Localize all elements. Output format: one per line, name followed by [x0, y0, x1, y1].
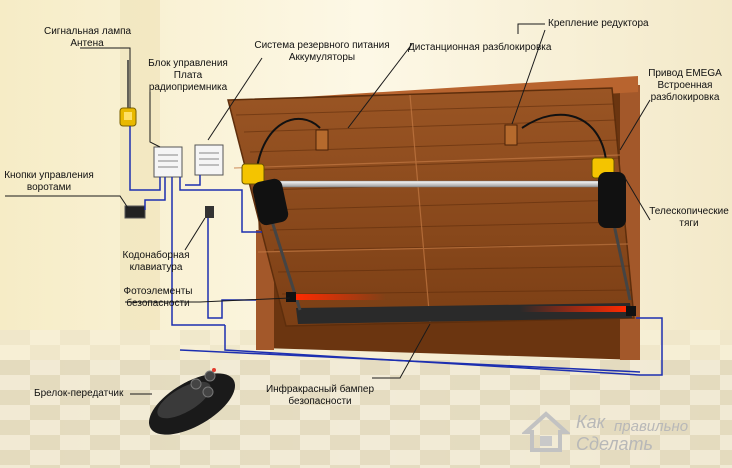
- keypad-device: [205, 206, 214, 218]
- keyfob-device: [149, 368, 235, 435]
- label-ir-bumper-line2: безопасности: [288, 396, 352, 407]
- label-photocells: Фотоэлементы безопасности: [118, 286, 198, 310]
- label-backup-power: Система резервного питания Аккумуляторы: [250, 40, 394, 64]
- label-gear-mount-text: Крепление редуктора: [548, 18, 649, 29]
- label-keyfob-text: Брелок-передатчик: [34, 388, 124, 399]
- label-keypad-line1: Кодонаборная: [122, 250, 190, 261]
- leader-lines: [5, 23, 651, 395]
- telescopic-arm-right: [610, 214, 632, 301]
- door-panel-lines: [233, 94, 629, 323]
- battery-device: [194, 144, 224, 176]
- photocell-right: [626, 306, 636, 316]
- label-drive-line3: разблокировка: [650, 92, 720, 103]
- label-control-unit-line2: Плата: [173, 70, 203, 81]
- label-backup-power-line1: Система резервного питания: [254, 40, 390, 51]
- label-drive-line1: Привод EMEGA: [648, 68, 722, 79]
- ir-beam-left: [296, 294, 386, 300]
- ir-beam-right: [520, 306, 626, 312]
- label-backup-power-line2: Аккумуляторы: [288, 52, 356, 63]
- telescopic-rail: [261, 180, 613, 188]
- control-buttons-device: [124, 205, 146, 219]
- label-keyfob: Брелок-передатчик: [34, 388, 123, 400]
- garage-door: [227, 87, 635, 327]
- label-antenna: Антена: [70, 38, 104, 49]
- label-drive: Привод EMEGA Встроенная разблокировка: [642, 68, 728, 104]
- label-ir-bumper-line1: Инфракрасный бампер: [265, 384, 375, 395]
- label-keypad-line2: клавиатура: [129, 262, 183, 273]
- label-keypad: Кодонаборная клавиатура: [116, 250, 196, 274]
- label-photocells-line2: безопасности: [126, 298, 190, 309]
- wall-shadow-left: [120, 0, 160, 330]
- label-drive-line2: Встроенная: [657, 80, 713, 91]
- label-control-unit-line3: радиоприемника: [148, 82, 228, 93]
- label-control-buttons-line2: воротами: [26, 182, 72, 193]
- label-control-buttons-line1: Кнопки управления: [4, 170, 94, 181]
- watermark-line1b: правильно: [614, 418, 689, 435]
- label-control-unit: Блок управления Плата радиоприемника: [143, 58, 233, 94]
- label-signal-lamp-line1: Сигнальная лампа: [44, 26, 132, 37]
- label-photocells-line1: Фотоэлементы: [123, 286, 193, 297]
- label-telescopic-line2: тяги: [679, 218, 699, 229]
- label-signal-lamp: Сигнальная лампа Антена: [44, 26, 132, 50]
- floor: [0, 330, 732, 468]
- label-remote-unlock: Дистанционная разблокировка: [408, 42, 551, 54]
- label-telescopic: Телескопические тяги: [648, 206, 730, 230]
- photocell-left: [286, 292, 296, 302]
- label-gear-mount: Крепление редуктора: [548, 18, 649, 30]
- watermark-house-icon: [522, 411, 570, 452]
- signal-lamp-device: [119, 60, 137, 127]
- watermark-line1a: Как: [576, 412, 606, 432]
- label-control-buttons: Кнопки управления воротами: [4, 170, 94, 194]
- label-control-unit-line1: Блок управления: [148, 58, 228, 69]
- label-telescopic-line1: Телескопические: [649, 206, 729, 217]
- label-ir-bumper: Инфракрасный бампер безопасности: [262, 384, 378, 408]
- gear-mount-right: [504, 124, 518, 146]
- drive-right: [521, 113, 626, 228]
- label-remote-unlock-text: Дистанционная разблокировка: [408, 42, 552, 53]
- drive-left: [241, 118, 321, 226]
- watermark-line2: Сделать: [576, 434, 653, 454]
- gear-mount-left: [315, 129, 329, 151]
- control-unit-device: [153, 146, 183, 178]
